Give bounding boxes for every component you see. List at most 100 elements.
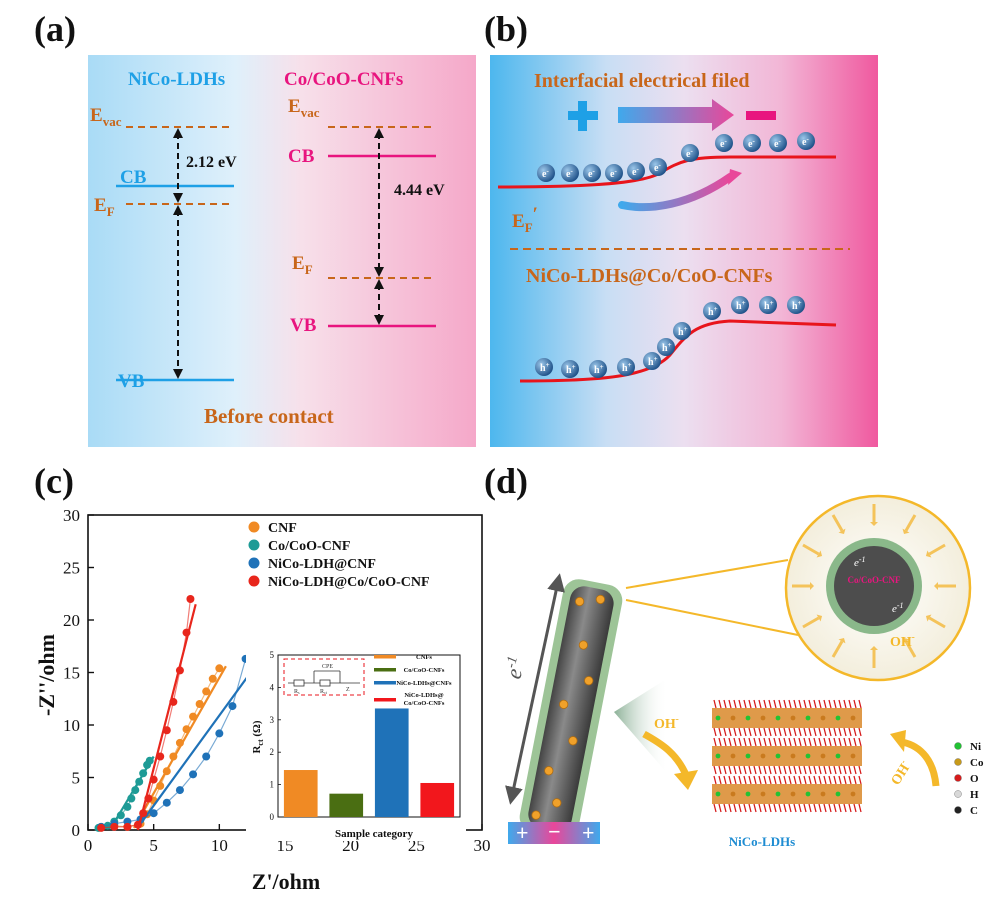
atom-legend-marker-4 [954, 806, 962, 814]
series-3-point-3 [133, 820, 142, 829]
ldh-oh-top-2-5 [738, 775, 742, 785]
ldh-oh-top-0-17 [798, 699, 802, 709]
ldh-atom-1-5 [790, 753, 796, 759]
ldh-oh-bottom-0-15 [788, 727, 792, 737]
inset-bar-0 [283, 770, 318, 817]
series-3-point-4 [139, 809, 148, 818]
ldh-oh-bottom-2-6 [743, 803, 747, 813]
hydroxide-arrowhead-6 [810, 582, 814, 590]
series-3-point-7 [156, 752, 165, 761]
electron-9 [769, 134, 787, 152]
ldh-oh-bottom-1-15 [788, 765, 792, 775]
plus-sign-v [578, 101, 587, 131]
ldh-atom-2-2 [745, 791, 751, 797]
hole-3 [617, 358, 635, 376]
legend-label-3: NiCo-LDH@Co/CoO-CNF [268, 575, 430, 590]
ldh-slab-0 [712, 708, 862, 728]
ldh-oh-top-2-3 [728, 775, 732, 785]
ldh-oh-bottom-2-26 [843, 803, 847, 813]
ldh-oh-top-1-10 [763, 737, 767, 747]
ldh-atom-1-2 [745, 753, 751, 759]
ldh-oh-bottom-2-10 [763, 803, 767, 813]
inset-y-tick-label-1: 1 [270, 780, 275, 790]
ldh-oh-top-1-2 [723, 737, 727, 747]
electron-2 [583, 164, 601, 182]
ldh-oh-top-1-6 [743, 737, 747, 747]
series-0-point-13 [202, 687, 211, 696]
y-tick-label-5: 25 [63, 559, 80, 578]
hole-5 [657, 338, 675, 356]
ldh-oh-bottom-2-20 [813, 803, 817, 813]
ldh-oh-bottom-2-5 [738, 803, 742, 813]
panel-label-d: (d) [484, 461, 528, 501]
polarity-plus-left: + [516, 820, 529, 845]
hole-label-4: h+ [648, 355, 658, 368]
ldh-oh-bottom-1-5 [738, 765, 742, 775]
hole-4 [643, 352, 661, 370]
ldh-oh-top-1-27 [848, 737, 852, 747]
right-gap-value: 4.44 eV [394, 182, 445, 199]
ldh-oh-bottom-1-20 [813, 765, 817, 775]
hole-label-1: h+ [566, 363, 576, 376]
ldh-oh-top-1-14 [783, 737, 787, 747]
atom-legend-marker-3 [954, 790, 962, 798]
ldh-oh-bottom-1-22 [823, 765, 827, 775]
ldh-oh-bottom-1-23 [828, 765, 832, 775]
nanofiber-core [528, 586, 614, 832]
series-0-point-6 [156, 781, 165, 790]
legend-marker-3 [248, 575, 260, 587]
series-path-0 [101, 667, 220, 828]
polarity-bar [508, 822, 600, 844]
ldh-oh-top-1-12 [773, 737, 777, 747]
hole-label-5: h+ [662, 341, 672, 354]
ldh-oh-bottom-0-24 [833, 727, 837, 737]
series-2-point-8 [202, 752, 211, 761]
electron-label-9: e- [774, 137, 781, 150]
ldh-oh-bottom-2-11 [768, 803, 772, 813]
ldh-atom-2-1 [730, 791, 736, 797]
series-3-point-8 [162, 726, 171, 735]
electron-7 [715, 134, 733, 152]
heterostructure-label: NiCo-LDHs@Co/CoO-CNFs [526, 265, 773, 287]
ldh-atom-0-2 [745, 715, 751, 721]
ldh-oh-top-2-26 [843, 775, 847, 785]
series-0-point-10 [182, 725, 191, 734]
y-tick-label-2: 10 [63, 716, 80, 735]
y-tick-label-4: 20 [63, 611, 80, 630]
ldh-atom-2-9 [850, 791, 856, 797]
ldh-oh-top-1-1 [718, 737, 722, 747]
electron-4 [627, 162, 645, 180]
ldh-oh-top-2-10 [763, 775, 767, 785]
inset-legend-swatch-2 [374, 681, 396, 685]
ldh-oh-top-1-9 [758, 737, 762, 747]
ldh-oh-bottom-1-4 [733, 765, 737, 775]
nanoparticle-8 [531, 810, 541, 820]
ldh-atom-0-6 [805, 715, 811, 721]
nyquist-legend: CNFCo/CoO-CNFNiCo-LDH@CNFNiCo-LDH@Co/CoO… [248, 521, 430, 590]
hydroxide-arrowhead-9 [870, 522, 878, 526]
series-3-point-9 [169, 697, 178, 706]
legend-marker-2 [248, 557, 260, 569]
right-evac-label: Evac [288, 96, 320, 120]
nanoparticle-1 [595, 594, 605, 605]
ldh-oh-bottom-1-25 [838, 765, 842, 775]
ldh-oh-top-1-13 [778, 737, 782, 747]
ldh-oh-bottom-0-10 [763, 727, 767, 737]
series-0-point-15 [215, 664, 224, 673]
inset-legend-swatch-0 [374, 655, 396, 659]
circuit-w-label: Z [346, 687, 350, 693]
ldh-oh-top-0-13 [778, 699, 782, 709]
ldh-oh-top-0-23 [828, 699, 832, 709]
legend-label-2: NiCo-LDH@CNF [268, 557, 376, 572]
hole-label-0: h+ [540, 361, 550, 374]
hydroxide-arrow-1 [928, 616, 946, 629]
equivalent-circuit: CPE Rs Rct Z [283, 658, 365, 696]
ldh-atom-2-6 [805, 791, 811, 797]
legend-marker-0 [248, 521, 260, 533]
ldh-oh-top-0-3 [728, 699, 732, 709]
ldh-oh-top-1-23 [828, 737, 832, 747]
nyquist-series [94, 595, 254, 832]
hole-0 [535, 358, 553, 376]
ldh-oh-top-0-12 [773, 699, 777, 709]
x-tick-label-1: 5 [149, 836, 158, 855]
